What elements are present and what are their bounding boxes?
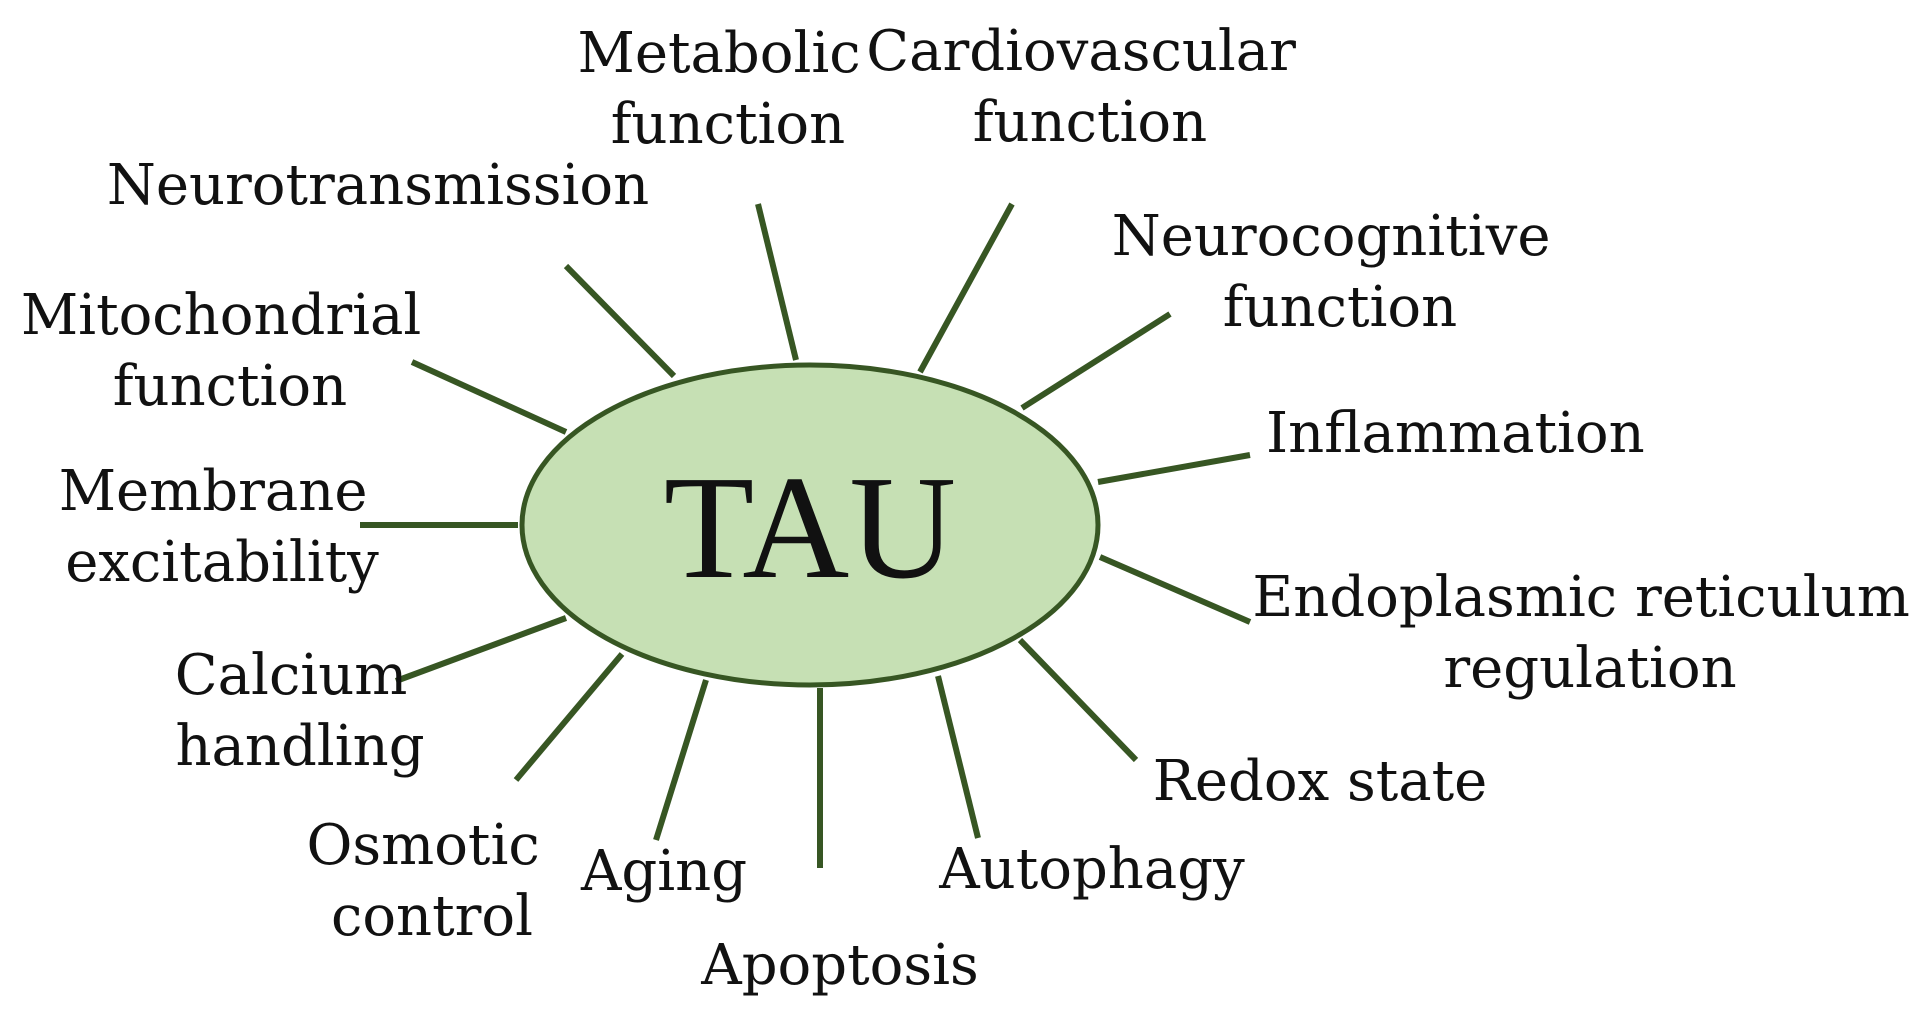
spoke-metabolic [755, 203, 799, 361]
label-endoplasmic: Endoplasmic reticulum regulation [1252, 565, 1912, 701]
spoke-redox [1017, 637, 1139, 763]
label-osmotic: Osmotic control [306, 813, 557, 949]
label-inflammation: Inflammation [1266, 401, 1645, 466]
spoke-endoplasmic [1098, 554, 1252, 625]
spoke-osmotic [513, 652, 625, 782]
spoke-cardiovascular [917, 202, 1015, 374]
label-metabolic: Metabolic function [578, 21, 879, 157]
spoke-neurotransmission [563, 263, 677, 379]
spoke-mitochondrial [410, 359, 568, 435]
label-apoptosis: Apoptosis [700, 933, 978, 998]
label-calcium: Calcium handling [175, 643, 425, 779]
center-label: TAU [664, 446, 956, 610]
label-neurocognitive: Neurocognitive function [1112, 204, 1569, 340]
label-autophagy: Autophagy [938, 837, 1245, 902]
spoke-neurocognitive [1020, 311, 1172, 411]
spoke-aging [653, 679, 709, 841]
spoke-inflammation [1097, 452, 1251, 485]
spoke-autophagy [935, 675, 981, 839]
spoke-calcium [394, 615, 568, 684]
label-aging: Aging [580, 839, 747, 904]
spokes [360, 202, 1252, 868]
center-node [519, 362, 1101, 688]
label-neurotransmission: Neurotransmission [107, 153, 649, 218]
label-membrane: Membrane excitability [59, 459, 386, 595]
label-mitochondrial: Mitochondrial function [21, 283, 439, 419]
label-redox: Redox state [1153, 749, 1488, 814]
label-cardiovascular: Cardiovascular function [866, 19, 1314, 155]
